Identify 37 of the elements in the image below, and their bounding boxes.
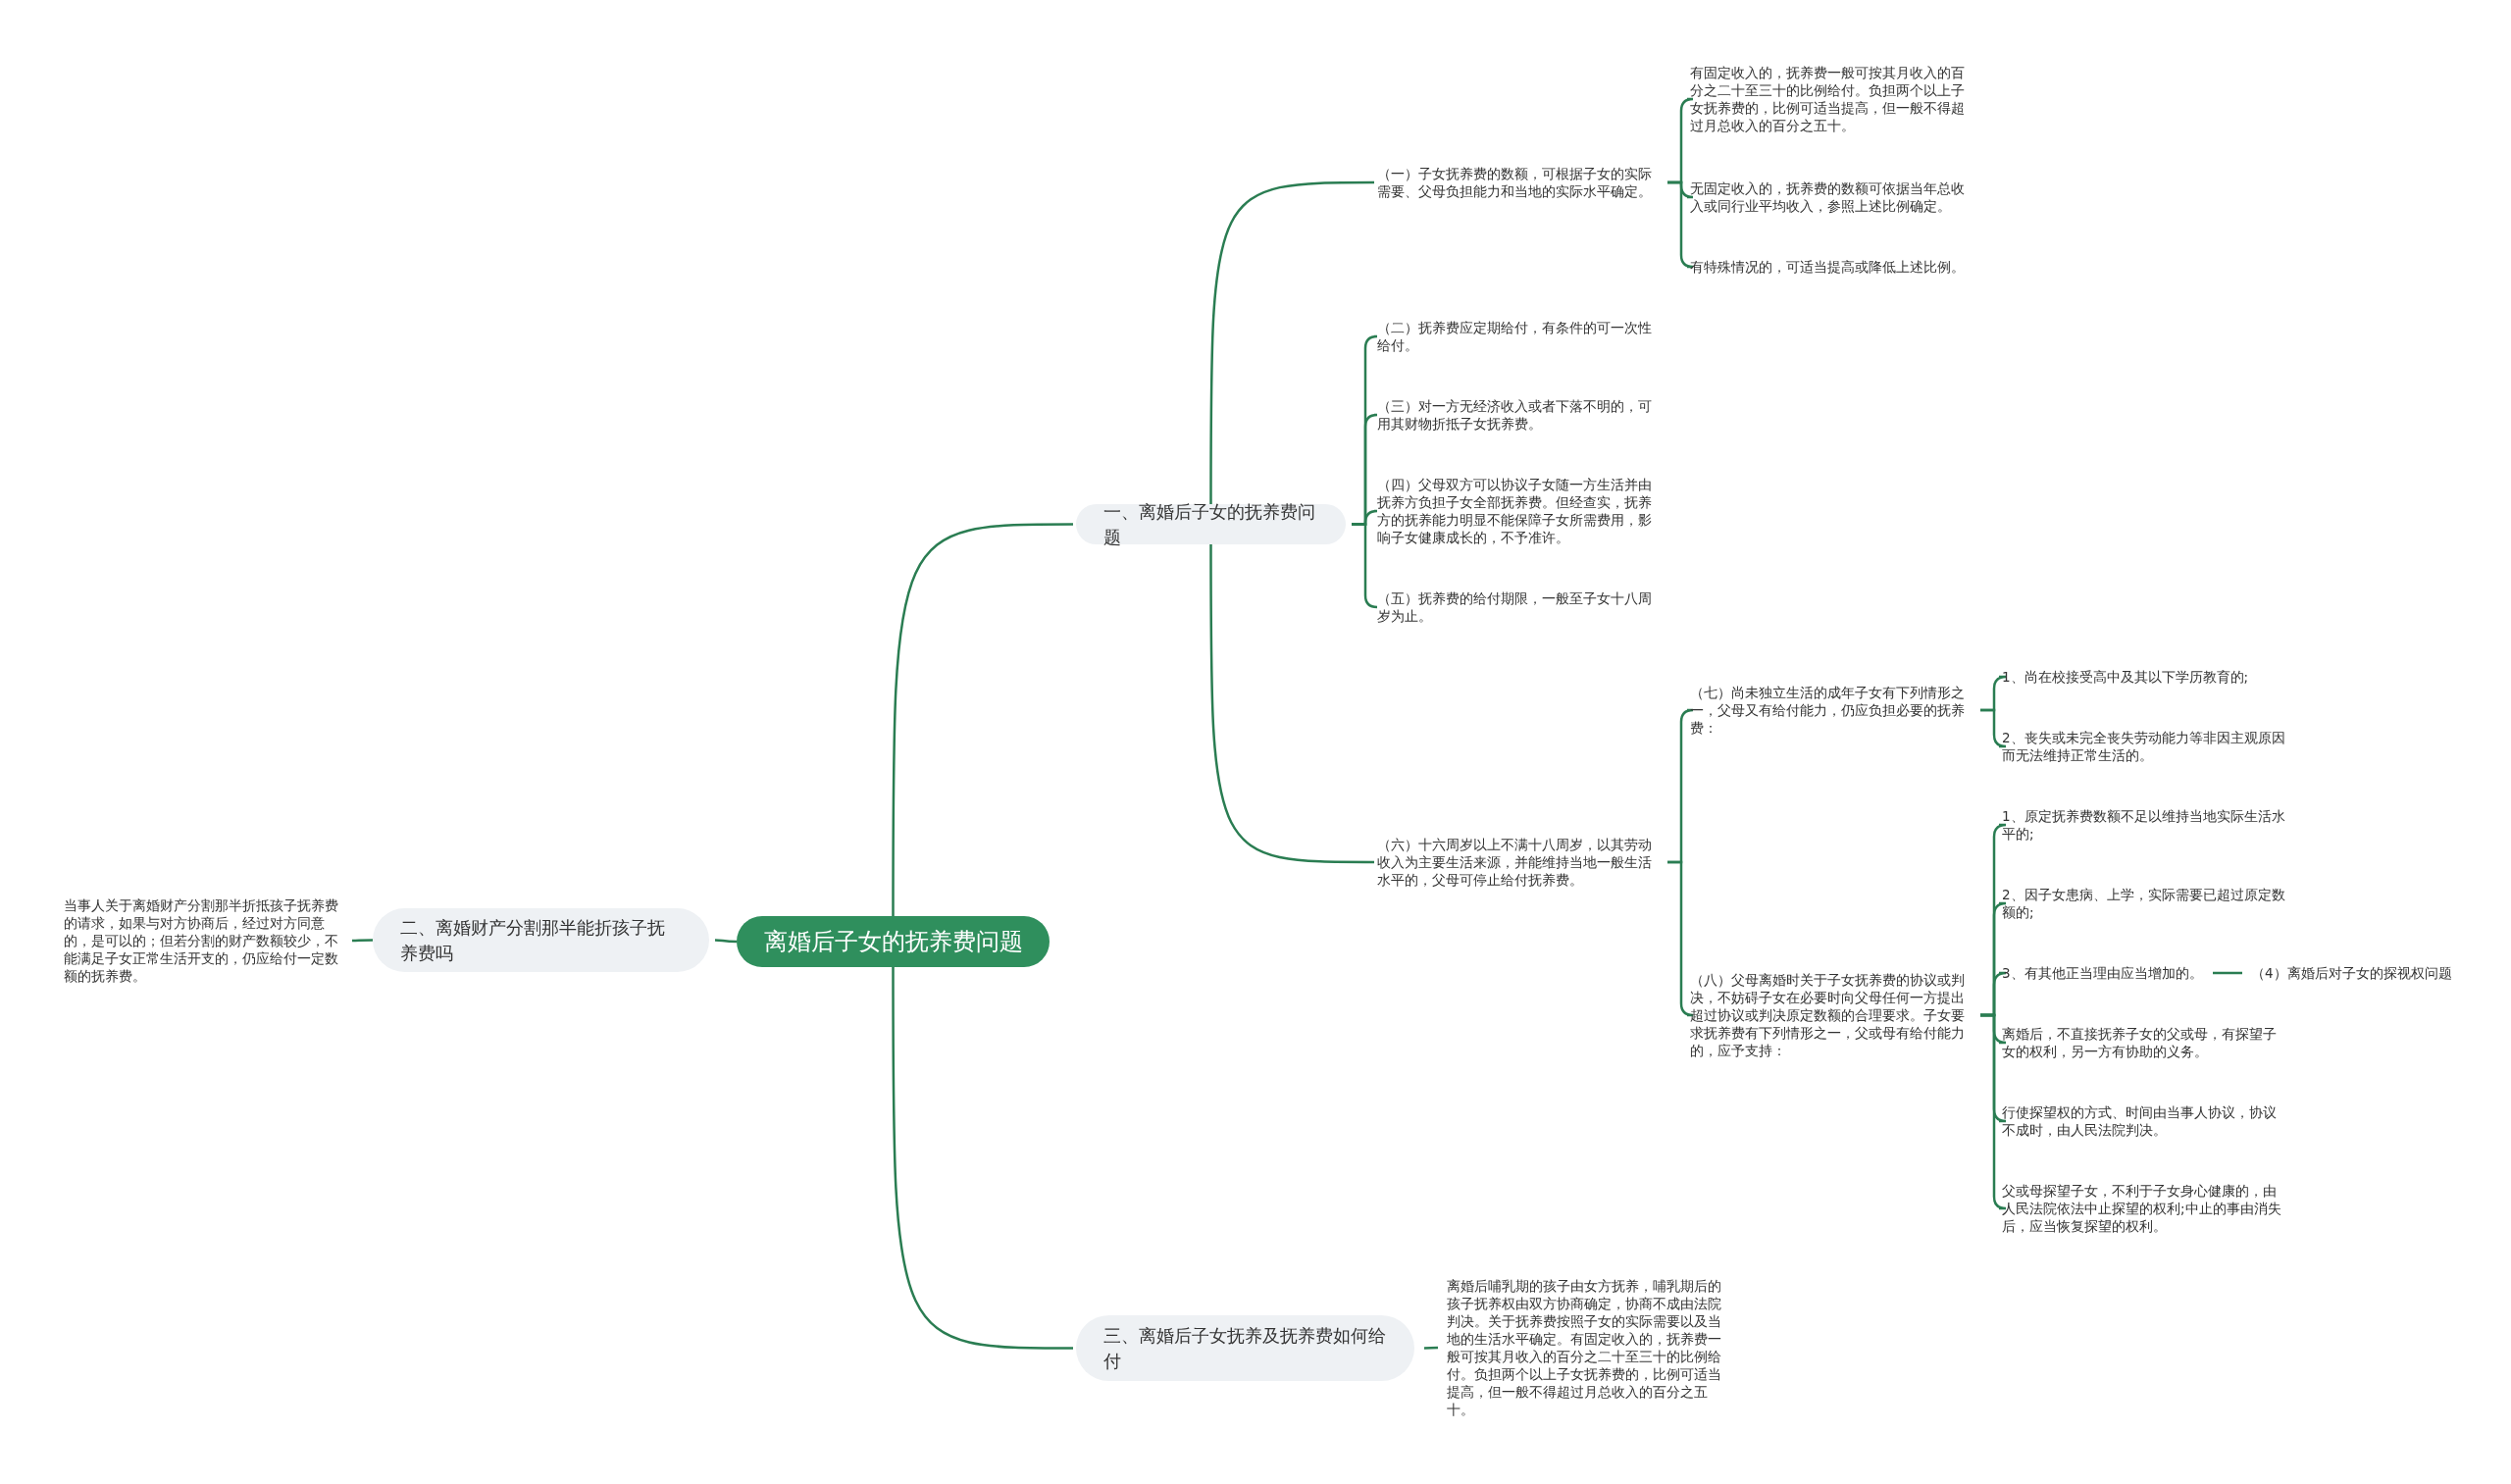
root-topic: 离婚后子女的抚养费问题 (737, 916, 1050, 967)
connector-line (1423, 1346, 1439, 1350)
connector-line (1980, 708, 2008, 748)
connector-line (892, 967, 1073, 1350)
connector-line (1209, 180, 1374, 504)
topic-pill: 一、离婚后子女的抚养费问题 (1076, 504, 1346, 544)
note-text: 2、丧失或未完全丧失劳动能力等非因主观原因而无法维持正常生活的。 (2002, 729, 2286, 764)
note-text: 3、有其他正当理由应当增加的。 (2002, 964, 2203, 982)
note-text: （八）父母离婚时关于子女抚养费的协议或判决，不妨碍子女在必要时向父母任何一方提出超过协议或判决原定数额的合理要求。子女要求抚养费有下列情形之一，父或母有给付能力的，应予支持： (1690, 971, 1974, 1059)
connector-line (1980, 1013, 2008, 1210)
note-text: （五）抚养费的给付期限，一般至子女十八周岁为止。 (1377, 589, 1662, 625)
topic-pill: 二、离婚财产分割那半能折孩子抚养费吗 (373, 908, 709, 972)
note-text: 离婚后哺乳期的孩子由女方抚养，哺乳期后的孩子抚养权由双方协商确定，协商不成由法院判决。关于抚养费按照子女的实际需要以及当地的生活水平确定。有固定收入的，抚养费一般可按其月收入的百分之二十至三十的比例给付。负担两个以上子女抚养费的，比例可适当提高，但一般不得超过月总收入的百分之五十。 (1447, 1277, 1729, 1418)
connector-line (892, 523, 1073, 916)
connector-line (2213, 971, 2242, 975)
connector-line (714, 939, 737, 944)
note-text: 有固定收入的，抚养费一般可按其月收入的百分之二十至三十的比例给付。负担两个以上子女抚养费的，比例可适当提高，但一般不得超过月总收入的百分之五十。 (1690, 64, 1974, 134)
note-text: 父或母探望子女，不利于子女身心健康的，由人民法院依法中止探望的权利;中止的事由消失后，应当恢复探望的权利。 (2002, 1182, 2286, 1235)
connector-line (1667, 180, 1695, 269)
note-text: 1、尚在校接受高中及其以下学历教育的; (2002, 668, 2286, 686)
note-text: 行使探望权的方式、时间由当事人协议，协议不成时，由人民法院判决。 (2002, 1103, 2286, 1139)
connector-line (352, 939, 373, 943)
note-text: （4）离婚后对子女的探视权问题 (2251, 964, 2477, 982)
note-text: 无固定收入的，抚养费的数额可依据当年总收入或同行业平均收入，参照上述比例确定。 (1690, 179, 1974, 215)
note-text: （三）对一方无经济收入或者下落不明的，可用其财物折抵子女抚养费。 (1377, 397, 1662, 433)
topic-pill: 三、离婚后子女抚养及抚养费如何给付 (1076, 1315, 1414, 1381)
connector-line (1209, 544, 1374, 864)
note-text: （二）抚养费应定期给付，有条件的可一次性给付。 (1377, 319, 1662, 354)
note-text: （六）十六周岁以上不满十八周岁，以其劳动收入为主要生活来源，并能维持当地一般生活水平的，父母可停止给付抚养费。 (1377, 836, 1662, 889)
note-text: （四）父母双方可以协议子女随一方生活并由抚养方负担子女全部抚养费。但经查实，抚养方的抚养能力明显不能保障子女所需费用，影响子女健康成长的，不予准许。 (1377, 476, 1662, 546)
note-text: （一）子女抚养费的数额，可根据子女的实际需要、父母负担能力和当地的实际水平确定。 (1377, 165, 1662, 200)
note-text: 当事人关于离婚财产分割那半折抵孩子抚养费的请求，如果与对方协商后，经过对方同意的，是可以的；但若分割的财产数额较少，不能满足子女正常生活开支的，仍应给付一定数额的抚养费。 (64, 896, 346, 985)
note-text: 有特殊情况的，可适当提高或降低上述比例。 (1690, 258, 1974, 276)
note-text: 1、原定抚养费数额不足以维持当地实际生活水平的; (2002, 807, 2286, 843)
note-text: 离婚后，不直接抚养子女的父或母，有探望子女的权利，另一方有协助的义务。 (2002, 1025, 2286, 1060)
note-text: （七）尚未独立生活的成年子女有下列情形之一，父母又有给付能力，仍应负担必要的抚养费： (1690, 684, 1974, 737)
note-text: 2、因子女患病、上学，实际需要已超过原定数额的; (2002, 886, 2286, 921)
